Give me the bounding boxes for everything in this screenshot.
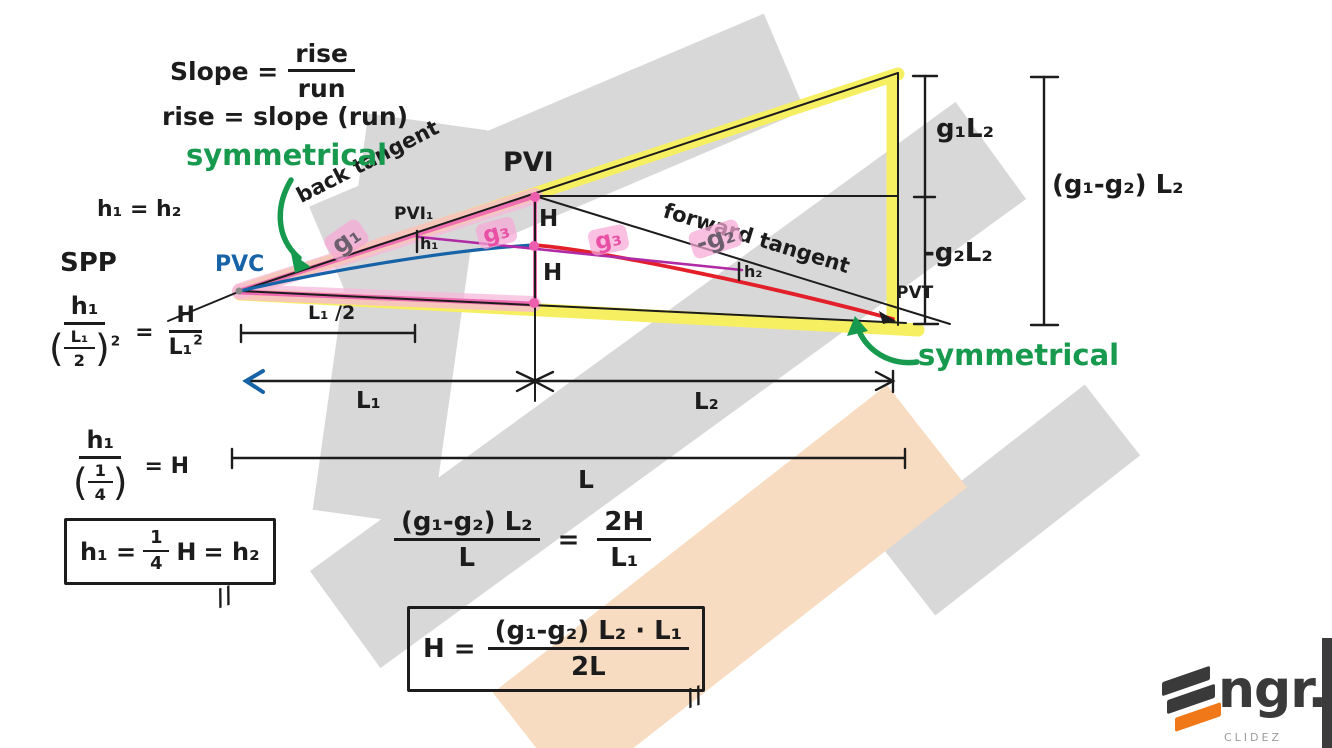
h1-eq-h2-text: h₁ = h₂ bbox=[97, 197, 182, 222]
rise-formula: rise = slope (run) bbox=[162, 102, 408, 131]
slope-den: run bbox=[297, 74, 346, 103]
l2-label: L₂ bbox=[694, 389, 719, 415]
brand-logo-icon bbox=[1162, 665, 1226, 732]
chord-mid-point bbox=[529, 298, 539, 308]
blue-arrowhead-left bbox=[242, 369, 265, 394]
spp-text: SPP bbox=[60, 248, 117, 278]
spp-den-fraction: L₁ 2 bbox=[63, 328, 96, 371]
spp-num: h₁ bbox=[63, 293, 106, 325]
H-top-label: H bbox=[539, 206, 559, 232]
brand-name: ngr. bbox=[1218, 660, 1327, 720]
h2-label: h₂ bbox=[744, 262, 763, 281]
equals-sign: = bbox=[557, 525, 580, 556]
pvi-point bbox=[530, 192, 540, 202]
green-arrow-right bbox=[856, 328, 920, 366]
paren-open: ( bbox=[49, 326, 64, 371]
quarter-den-den: 4 bbox=[94, 485, 106, 505]
paren-close: ) bbox=[95, 326, 110, 371]
g1-minus-g2-l2-label: (g₁-g₂) L₂ bbox=[1052, 170, 1184, 200]
slope-fraction: rise run bbox=[288, 40, 355, 102]
spp-rhs-exp: 2 bbox=[193, 332, 203, 349]
pvt-label: PVT bbox=[896, 283, 934, 303]
box2-den: 2L bbox=[571, 652, 606, 683]
parabola-left-half-blue bbox=[238, 243, 535, 293]
g3-slope-line bbox=[417, 235, 744, 272]
quarter-rhs: = H bbox=[144, 453, 190, 479]
spp-den-num: L₁ bbox=[63, 328, 96, 350]
spp-rhs-num: H bbox=[169, 304, 202, 334]
ratio-lhs-fraction: (g₁-g₂) L₂ L bbox=[394, 508, 540, 572]
curve-mid-point bbox=[529, 241, 539, 251]
quarter-den-num: 1 bbox=[87, 462, 113, 484]
g1l2-label: g₁L₂ bbox=[936, 114, 994, 144]
spp-rhs-den: L₁ 2 bbox=[162, 333, 210, 360]
paren-close: ) bbox=[112, 460, 128, 505]
spp-title: SPP bbox=[60, 248, 117, 278]
pvi-label: PVI bbox=[503, 147, 554, 178]
ratio-num: (g₁-g₂) L₂ bbox=[394, 508, 540, 542]
box1-lhs: h₁ = bbox=[80, 537, 137, 566]
arrowhead-center-right bbox=[531, 370, 555, 393]
h1-label: h₁ bbox=[420, 234, 439, 253]
ratio-rhs-fraction: 2H L₁ bbox=[597, 508, 652, 574]
parabola-right-half-red bbox=[531, 243, 895, 321]
box1-fraction: 1 4 bbox=[143, 528, 170, 575]
rise-eq-text: rise = slope (run) bbox=[162, 102, 409, 131]
box1-rhs: = h₂ bbox=[203, 537, 260, 566]
spp-den-den: 2 bbox=[73, 351, 85, 371]
h1-result-box: h₁ = 1 4 H = h₂ bbox=[64, 518, 276, 586]
green-arrow-left bbox=[277, 177, 302, 261]
ratio-den: L bbox=[458, 543, 476, 574]
right-edge-bar bbox=[1322, 638, 1332, 748]
h1-eq-h2-formula: h₁ = h₂ bbox=[97, 197, 181, 222]
l1-half-label: L₁ /2 bbox=[308, 302, 356, 324]
spp-den: ( L₁ 2 ) 2 bbox=[42, 325, 127, 370]
box2-num: (g₁-g₂) L₂ · L₁ bbox=[487, 617, 690, 651]
pvt-arrowhead bbox=[879, 311, 896, 324]
chord-line bbox=[239, 290, 907, 324]
spp-formula: h₁ ( L₁ 2 ) 2 = H L₁ 2 bbox=[42, 293, 210, 370]
box1-frac-num: 1 bbox=[143, 528, 170, 553]
ratio-rhs-den: L₁ bbox=[610, 543, 639, 574]
l1-label: L₁ bbox=[356, 388, 381, 414]
quarter-den-fraction: 1 4 bbox=[87, 462, 113, 505]
quarter-num: h₁ bbox=[79, 427, 122, 459]
neg-g2l2-label: -g₂L₂ bbox=[924, 238, 993, 268]
equals-sign: = bbox=[135, 319, 154, 345]
L-label: L bbox=[578, 465, 594, 494]
ratio-rhs-num: 2H bbox=[597, 508, 652, 542]
H-bottom-label: H bbox=[543, 260, 563, 286]
spp-rhs-fraction: H L₁ 2 bbox=[162, 304, 210, 360]
spp-pointer-line bbox=[167, 291, 239, 322]
slope-num: rise bbox=[288, 40, 355, 72]
box1-frac-den: 4 bbox=[150, 554, 163, 575]
spp-rhs-den-text: L₁ bbox=[168, 335, 193, 361]
pvc-point bbox=[235, 287, 243, 295]
box2-lhs: H = bbox=[423, 634, 476, 665]
symmetrical-left-label: symmetrical bbox=[186, 138, 388, 172]
pvi1-label: PVI₁ bbox=[394, 204, 434, 224]
slope-formula: Slope = rise run bbox=[170, 40, 355, 102]
green-arrowhead-left bbox=[291, 253, 311, 273]
symmetrical-right-label: symmetrical bbox=[918, 338, 1120, 372]
quarter-den: ( 1 4 ) bbox=[66, 459, 135, 504]
green-arrowhead-right bbox=[847, 316, 868, 336]
brand-subtitle: CLIDEZ bbox=[1224, 731, 1283, 744]
H-result-box: H = (g₁-g₂) L₂ · L₁ 2L bbox=[407, 606, 706, 693]
box1-mid: H bbox=[176, 537, 197, 566]
paren-open: ( bbox=[73, 460, 88, 505]
forward-tangent-line bbox=[534, 195, 951, 325]
spp-den-exp: 2 bbox=[110, 333, 121, 350]
box2-fraction: (g₁-g₂) L₂ · L₁ 2L bbox=[487, 617, 690, 683]
ratio-formula: (g₁-g₂) L₂ L = 2H L₁ bbox=[394, 508, 652, 574]
spp-lhs-fraction: h₁ ( L₁ 2 ) 2 bbox=[42, 293, 127, 370]
quarter-fraction: h₁ ( 1 4 ) bbox=[66, 427, 135, 504]
quarter-formula: h₁ ( 1 4 ) = H bbox=[66, 427, 190, 504]
slope-lhs: Slope = bbox=[170, 56, 279, 86]
pvc-label: PVC bbox=[215, 252, 265, 277]
